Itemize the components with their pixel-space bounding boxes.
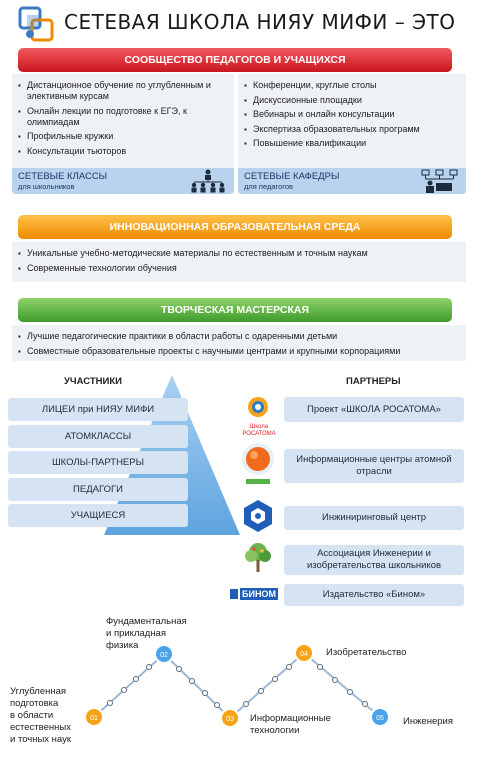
step-02-number: 02 [160, 652, 168, 659]
participant-item[interactable]: ШКОЛЫ-ПАРТНЕРЫ [8, 451, 188, 474]
list-item: Вебинары и онлайн консультации [244, 109, 460, 120]
list-item: Консультации тьюторов [18, 146, 228, 157]
participants-list: ЛИЦЕИ при НИЯУ МИФИ АТОМКЛАССЫ ШКОЛЫ-ПАР… [8, 398, 188, 531]
engineering-center-logo-icon [244, 500, 272, 532]
community-banner: СООБЩЕСТВО ПЕДАГОГОВ И УЧАЩИХСЯ [18, 48, 452, 72]
rosatom-school-logo-icon [248, 397, 268, 417]
network-departments-bar[interactable]: СЕТЕВЫЕ КАФЕДРЫ для педагогов [238, 168, 466, 194]
step-04-number: 04 [300, 651, 308, 658]
list-item: Онлайн лекции по подготовке к ЕГЭ, к оли… [18, 106, 228, 128]
step-01-number: 01 [90, 715, 98, 722]
step-05-number: 05 [376, 715, 384, 722]
list-item: Повышение квалификации [244, 138, 460, 149]
partner-item[interactable]: Информационные центры атомной отрасли [284, 449, 464, 483]
list-item: Уникальные учебно-методические материалы… [18, 248, 460, 259]
workshop-banner: ТВОРЧЕСКАЯ МАСТЕРСКАЯ [18, 298, 452, 322]
list-item: Лучшие педагогические практики в области… [18, 331, 460, 342]
step-05-marker [370, 707, 390, 727]
binom-mark-icon [230, 589, 238, 599]
participant-item[interactable]: ПЕДАГОГИ [8, 477, 188, 501]
step-05-label: Инженерия [403, 716, 453, 727]
network-classes-title: СЕТЕВЫЕ КЛАССЫ [18, 171, 108, 182]
step-02-marker [154, 644, 174, 664]
partner-item[interactable]: Проект «ШКОЛА РОСАТОМА» [284, 397, 464, 422]
participant-item[interactable]: УЧАЩИЕСЯ [8, 504, 188, 527]
network-classes-bar[interactable]: СЕТЕВЫЕ КЛАССЫ для школьников [12, 168, 234, 194]
participants-heading: УЧАСТНИКИ [64, 376, 122, 387]
network-departments-subtitle: для педагогов [244, 182, 293, 191]
step-04-marker [294, 643, 314, 663]
info-center-logo-icon [242, 443, 274, 484]
step-03-marker [220, 708, 240, 728]
binom-logo: БИНОМ [230, 587, 280, 601]
network-departments-title: СЕТЕВЫЕ КАФЕДРЫ [244, 171, 340, 182]
step-03-number: 03 [226, 716, 234, 723]
tree-logo-icon [245, 543, 271, 572]
list-item: Совместные образовательные проекты с нау… [18, 346, 460, 357]
network-computers-icon [421, 169, 458, 193]
page-title: СЕТЕВАЯ ШКОЛА НИЯУ МИФИ – ЭТО [64, 10, 456, 34]
list-item: Дистанционное обучение по углубленным и … [18, 80, 228, 102]
binom-logo-text: БИНОМ [240, 588, 278, 600]
participant-item[interactable]: АТОМКЛАССЫ [8, 424, 188, 448]
learning-path-diagram: 01 02 03 04 05 [84, 643, 390, 728]
rosatom-school-logo-text: Школа РОСАТОМА [242, 424, 276, 437]
hierarchy-people-icon [191, 169, 225, 193]
participant-item[interactable]: ЛИЦЕИ при НИЯУ МИФИ [8, 398, 188, 421]
step-01-marker [84, 707, 104, 727]
list-item: Конференции, круглые столы [244, 80, 460, 91]
step-04-label: Изобретательство [326, 647, 407, 658]
partners-heading: ПАРТНЕРЫ [346, 376, 401, 387]
step-02-label: Фундаментальная и прикладная физика [106, 616, 187, 651]
step-03-label: Информационные технологии [250, 713, 331, 736]
list-item: Современные технологии обучения [18, 263, 460, 274]
partner-item[interactable]: Инжиниринговый центр [284, 506, 464, 530]
network-classes-subtitle: для школьников [18, 182, 75, 191]
partner-item[interactable]: Издательство «Бином» [284, 584, 464, 606]
step-01-label: Углубленная подготовка в области естеств… [10, 686, 72, 745]
list-item: Профильные кружки [18, 131, 228, 142]
innovation-panel: Уникальные учебно-методические материалы… [12, 242, 466, 282]
partner-item[interactable]: Ассоциация Инженерии и изобретательства … [284, 545, 464, 575]
school-logo [18, 6, 54, 42]
innovation-banner: ИННОВАЦИОННАЯ ОБРАЗОВАТЕЛЬНАЯ СРЕДА [18, 215, 452, 239]
list-item: Экспертиза образовательных программ [244, 124, 460, 135]
workshop-panel: Лучшие педагогические практики в области… [12, 325, 466, 361]
list-item: Дискуссионные площадки [244, 95, 460, 106]
